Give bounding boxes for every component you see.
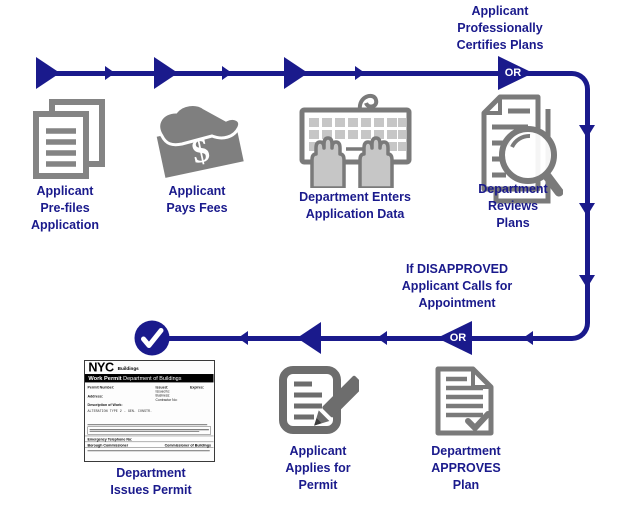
label-pays-fees: Applicant Pays Fees [166, 184, 228, 215]
fine-print-line [89, 429, 209, 431]
label-issues-permit: Department Issues Permit [110, 466, 192, 497]
permit-fields: Permit Number: Address: Description of W… [85, 382, 214, 422]
permit-title-rest: Department of Buildings [121, 374, 182, 382]
permit-field-business: Business: [155, 393, 171, 398]
arrowhead-right-icon [36, 57, 60, 89]
arrowhead-down-icon [579, 203, 595, 216]
arrowhead-down-icon [579, 125, 595, 138]
fine-print-box [87, 426, 211, 435]
fine-print-line [89, 430, 200, 432]
arrowhead-right-icon [154, 57, 178, 89]
permit-fine-print [85, 424, 214, 435]
or-label-top: OR [504, 67, 522, 79]
label-certifies-plans: Applicant Professionally Certifies Plans [456, 4, 544, 52]
arrowhead-left-small-icon [523, 331, 533, 345]
keyboard-typing-icon [298, 86, 413, 193]
arrowhead-left-icon [297, 322, 321, 354]
permit-field-expires: Expires: [190, 384, 205, 390]
flow-line-bottom [165, 336, 548, 341]
permit-field-address: Address: [87, 394, 103, 399]
money-payment-icon: $ [152, 100, 247, 187]
nyc-logo: NYC [88, 360, 114, 375]
documents-stack-icon [28, 98, 106, 185]
label-approves-plan: Department APPROVES Plan [431, 444, 501, 492]
arrowhead-down-icon [579, 275, 595, 288]
permit-field-number: Permit Number: [87, 384, 115, 390]
permit-field-contractor: Contractor No: [155, 397, 178, 402]
label-reviews-plans: Department Reviews Plans [478, 182, 548, 230]
or-arrow-top: OR [498, 56, 533, 91]
permit-borough-commissioner: Borough Commissioner [87, 442, 129, 448]
or-arrowhead-left-icon [437, 321, 472, 355]
permit-field-issued-to: Issued to: [155, 389, 171, 394]
permit-field-description: Description of Work: [87, 402, 123, 407]
label-prefiles-application: Applicant Pre-files Application [30, 184, 100, 232]
arrowhead-right-small-icon [105, 66, 115, 80]
or-arrow-bottom: OR [437, 321, 472, 356]
arrowhead-left-small-icon [377, 331, 387, 345]
arrowhead-right-small-icon [222, 66, 232, 80]
label-applies-for-permit: Applicant Applies for Permit [285, 444, 351, 492]
arrowhead-left-small-icon [238, 331, 248, 345]
or-arrowhead-right-icon [498, 56, 533, 90]
arrowhead-right-small-icon [355, 66, 365, 80]
arrowhead-right-icon [284, 57, 308, 89]
or-label-bottom: OR [449, 332, 467, 344]
permit-emergency-row: Emergency Telephone No: [85, 435, 214, 442]
document-approved-icon [433, 364, 496, 443]
fine-print-line [87, 424, 208, 426]
label-enters-application-data: Department Enters Application Data [299, 190, 411, 221]
check-circle-icon [134, 320, 170, 361]
permit-work-type: ALTERATION TYPE 2 - GEN. CONSTR. [87, 409, 153, 414]
fine-print-line [87, 450, 210, 452]
permit-signature-row: Borough Commissioner Commissioner of Bui… [85, 441, 214, 448]
permit-title-bold: Work Permit [88, 374, 122, 382]
nyc-logo-buildings: Buildings [117, 366, 139, 372]
permit-title-bar: Work Permit Department of Buildings [85, 374, 214, 383]
permit-field-issued: Issued: [155, 384, 169, 390]
work-permit-document: NYC Buildings Work Permit Department of … [84, 360, 215, 462]
permit-header: NYC Buildings [85, 361, 214, 374]
document-magnifier-icon [468, 93, 564, 220]
notepad-pencil-icon [277, 362, 364, 444]
permit-footer-row [85, 447, 214, 453]
label-disapproved-appointment: If DISAPPROVED Applicant Calls for Appoi… [401, 262, 513, 310]
work-permit-content: NYC Buildings Work Permit Department of … [85, 361, 214, 453]
permit-commissioner: Commissioner of Buildings [164, 442, 211, 448]
